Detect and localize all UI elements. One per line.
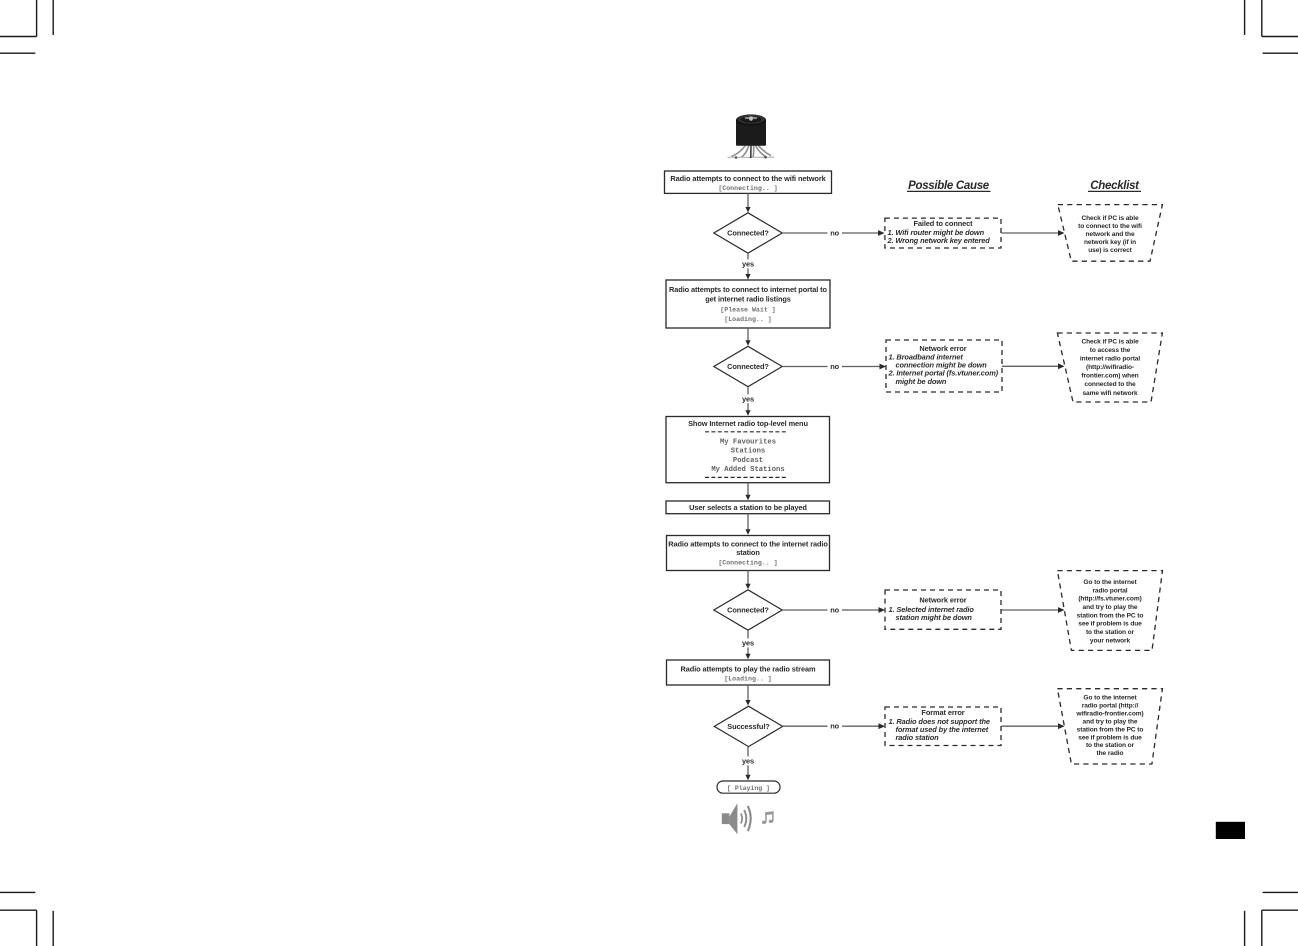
svg-text:yes: yes — [742, 756, 754, 765]
svg-text:and try to play the: and try to play the — [1083, 718, 1138, 725]
svg-text:[ Playing ]: [ Playing ] — [727, 785, 770, 792]
svg-text:no: no — [830, 362, 839, 371]
svg-text:[Loading.. ]: [Loading.. ] — [724, 316, 771, 323]
svg-text:Radio attempts to connect to t: Radio attempts to connect to the interne… — [668, 539, 828, 548]
svg-text:station from the PC to: station from the PC to — [1077, 726, 1144, 733]
svg-text:and try to play the: and try to play the — [1083, 604, 1138, 611]
svg-text:[Connecting.. ]: [Connecting.. ] — [718, 559, 777, 566]
svg-text:Possible Cause: Possible Cause — [908, 180, 990, 192]
svg-text:see if problem is due: see if problem is due — [1078, 734, 1142, 741]
svg-text:yes: yes — [742, 638, 754, 647]
svg-text:radio portal (http://: radio portal (http:// — [1082, 703, 1139, 710]
svg-text:My Added Stations: My Added Stations — [711, 466, 784, 474]
svg-text:to access the: to access the — [1090, 347, 1131, 354]
svg-text:to the station or: to the station or — [1086, 629, 1135, 636]
svg-text:no: no — [830, 722, 839, 731]
svg-text:User selects a station to be p: User selects a station to be played — [689, 503, 807, 512]
svg-text:Check if PC is able: Check if PC is able — [1081, 339, 1139, 346]
svg-text:internet radio portal: internet radio portal — [1080, 356, 1140, 363]
svg-text:same wifi network: same wifi network — [1082, 390, 1138, 397]
svg-text:Failed to connect: Failed to connect — [913, 219, 973, 228]
svg-text:connection might be down: connection might be down — [896, 361, 988, 370]
svg-text:wifiradio-frontier.com): wifiradio-frontier.com) — [1075, 711, 1143, 718]
svg-text:1. Selected internet radio: 1. Selected internet radio — [889, 605, 975, 614]
svg-text:Network error: Network error — [919, 596, 966, 605]
svg-text:Stations: Stations — [731, 448, 766, 456]
svg-text:see if problem is due: see if problem is due — [1078, 621, 1142, 628]
svg-text:Radio attempts to connect to t: Radio attempts to connect to the wifi ne… — [670, 174, 826, 183]
svg-text:radio station: radio station — [896, 733, 940, 742]
svg-text:(http://wifiradio-: (http://wifiradio- — [1086, 364, 1134, 371]
svg-text:get internet radio listings: get internet radio listings — [705, 295, 791, 304]
svg-text:Connected?: Connected? — [727, 229, 769, 238]
svg-text:use) is correct: use) is correct — [1088, 247, 1132, 254]
svg-text:network key (if in: network key (if in — [1084, 239, 1136, 246]
svg-text:[Please Wait ]: [Please Wait ] — [720, 307, 775, 314]
svg-text:connected to the: connected to the — [1084, 381, 1136, 388]
svg-text:to connect to the wifi: to connect to the wifi — [1078, 223, 1142, 230]
svg-text:Go to the internet: Go to the internet — [1083, 695, 1137, 702]
svg-text:Successful?: Successful? — [727, 722, 770, 731]
svg-text:2. Internet portal (fs.vtuner.: 2. Internet portal (fs.vtuner.com) — [888, 369, 999, 378]
svg-text:yes: yes — [742, 259, 754, 268]
svg-text:Network error: Network error — [919, 344, 966, 353]
svg-text:your network: your network — [1090, 637, 1131, 644]
svg-text:[Connecting.. ]: [Connecting.. ] — [718, 185, 777, 192]
svg-text:1. Wifi router might be down: 1. Wifi router might be down — [888, 228, 985, 237]
svg-text:to the station or: to the station or — [1086, 742, 1135, 749]
svg-text:Show Internet radio top-level: Show Internet radio top-level menu — [688, 419, 808, 428]
svg-text:network and the: network and the — [1085, 231, 1134, 238]
svg-text:Format error: Format error — [921, 708, 964, 717]
svg-text:2. Wrong network key entered: 2. Wrong network key entered — [887, 236, 991, 245]
svg-text:no: no — [830, 228, 839, 237]
svg-text:station might be down: station might be down — [896, 613, 973, 622]
svg-text:1. Radio does not support the: 1. Radio does not support the — [889, 717, 990, 726]
svg-text:(http://fs.vtuner.com): (http://fs.vtuner.com) — [1078, 596, 1141, 603]
svg-text:Go to the internet: Go to the internet — [1083, 579, 1137, 586]
svg-text:station: station — [736, 548, 760, 557]
svg-text:Radio attempts to connect to i: Radio attempts to connect to internet po… — [669, 285, 827, 294]
svg-text:the radio: the radio — [1097, 750, 1124, 757]
svg-text:format used by the internet: format used by the internet — [896, 725, 989, 734]
svg-text:Connected?: Connected? — [727, 362, 769, 371]
svg-text:Radio attempts to play the rad: Radio attempts to play the radio stream — [681, 664, 816, 673]
svg-text:might be down: might be down — [896, 377, 947, 386]
svg-text:yes: yes — [742, 394, 754, 403]
svg-text:Check if PC is able: Check if PC is able — [1081, 215, 1139, 222]
svg-text:[Loading.. ]: [Loading.. ] — [724, 676, 771, 683]
svg-text:My Favourites: My Favourites — [720, 438, 776, 446]
svg-text:Podcast: Podcast — [733, 457, 763, 465]
svg-text:Connected?: Connected? — [727, 606, 769, 615]
svg-text:frontier.com) when: frontier.com) when — [1081, 373, 1138, 380]
svg-text:radio portal: radio portal — [1092, 587, 1127, 594]
svg-text:1. Broadband internet: 1. Broadband internet — [889, 353, 964, 362]
svg-text:no: no — [830, 605, 839, 614]
svg-text:station from the PC to: station from the PC to — [1077, 613, 1144, 620]
svg-text:Checklist: Checklist — [1090, 180, 1140, 192]
